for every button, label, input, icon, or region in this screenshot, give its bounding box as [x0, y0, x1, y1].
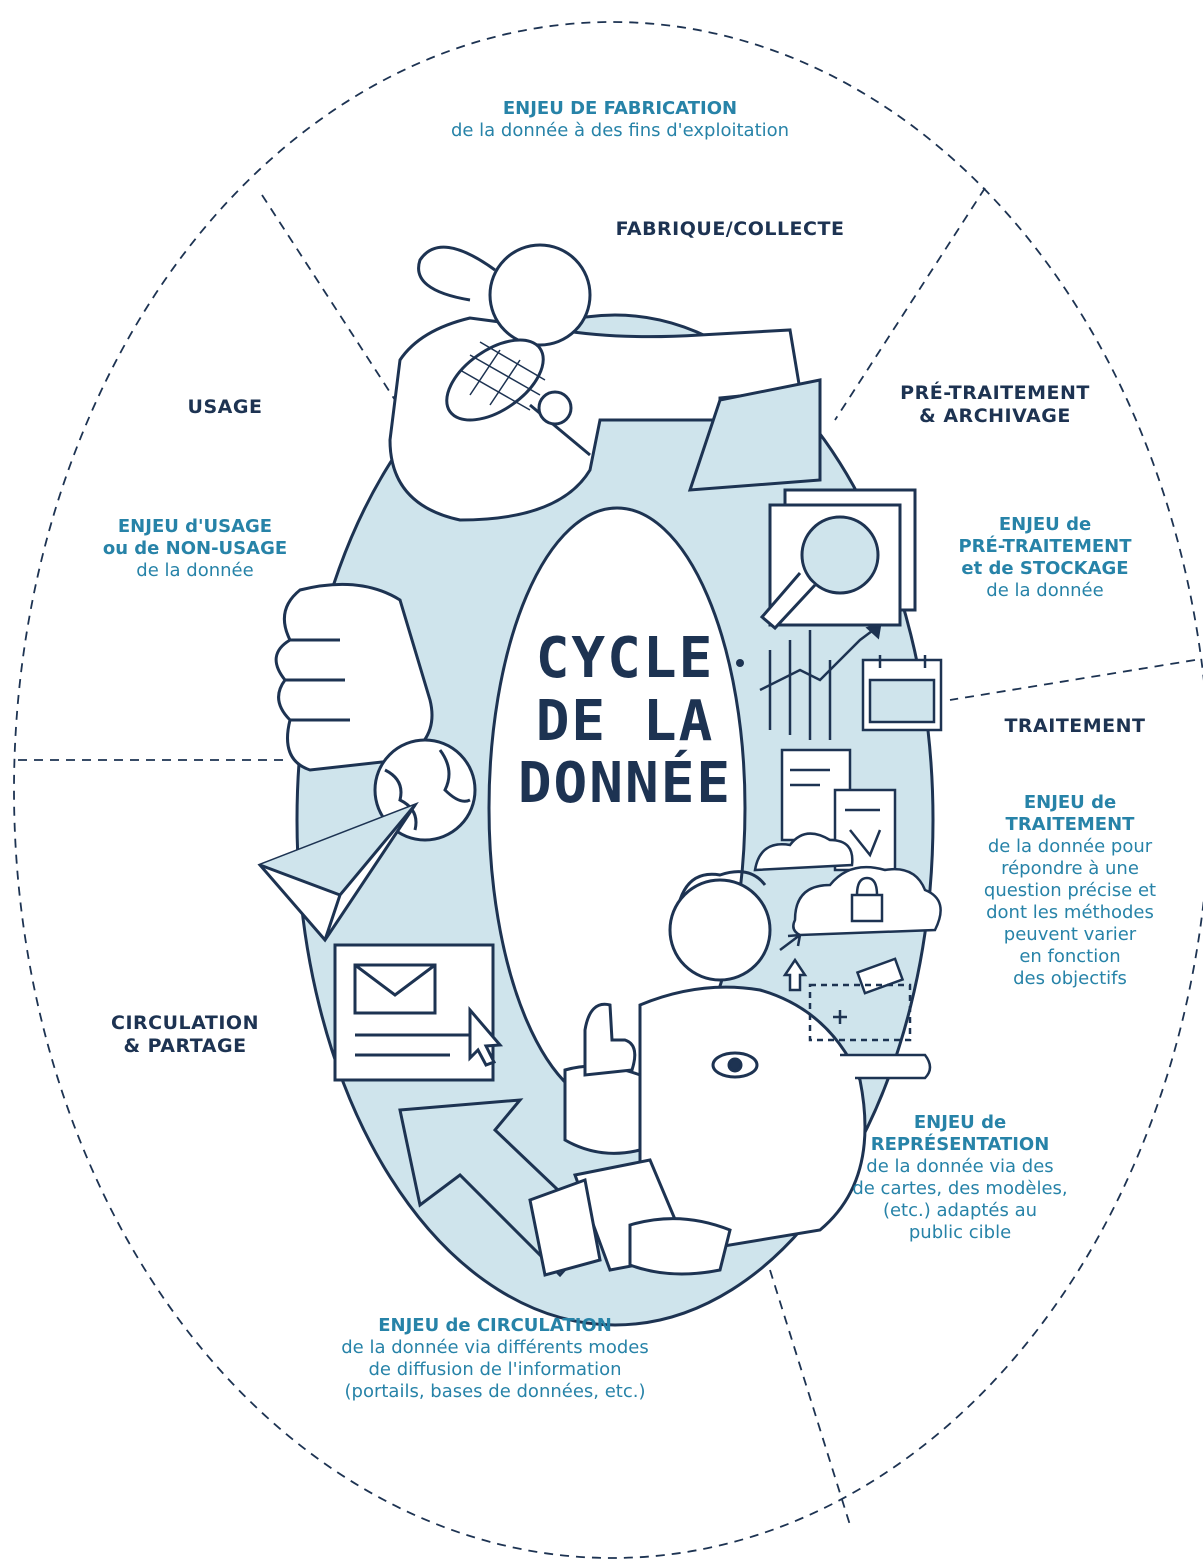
issue-circulation-line-1: ENJEU de CIRCULATION	[378, 1315, 612, 1336]
title-dot	[736, 659, 744, 667]
divider-traitement-circulation	[769, 1269, 851, 1526]
magnifier-document-illustration	[759, 488, 917, 631]
issue-traitement: ENJEU de TRAITEMENT de la donnée pour ré…	[950, 792, 1190, 990]
document-stack-illustration	[780, 748, 897, 872]
issue-traitement-line-8: en fonction	[1019, 945, 1121, 967]
paper-plane-illustration	[257, 801, 419, 943]
stage-pretraitement-line-1: PRÉ-TRAITEMENT	[900, 382, 1090, 404]
issue-pretraitement-line-1: ENJEU de	[998, 514, 1092, 535]
issue-traitement-line-3: de la donnée pour	[987, 835, 1153, 857]
issue-traitement-line-2: TRAITEMENT	[1005, 813, 1135, 835]
diagram-title: CYCLE DE LA DONNÉE	[510, 626, 740, 817]
cloud-lock-illustration	[753, 832, 942, 1080]
issue-fabrication: ENJEU DE FABRICATION de la donnée à des …	[395, 98, 845, 142]
chart-calendar-illustration	[759, 623, 943, 740]
divider-fabrique-pretraitement	[834, 187, 986, 421]
stage-circulation-line-2: & PARTAGE	[123, 1035, 247, 1058]
issue-representation-line-6: public cible	[908, 1221, 1012, 1243]
pointing-hand-illustration	[274, 582, 434, 772]
stage-pretraitement: PRÉ-TRAITEMENT & ARCHIVAGE	[875, 382, 1115, 428]
issue-representation-line-3: de la donnée via des	[866, 1155, 1054, 1177]
divider-pretraitement-traitement	[949, 659, 1196, 701]
issue-representation-line-2: REPRÉSENTATION	[870, 1133, 1050, 1155]
issue-traitement-line-5: question précise et	[983, 879, 1157, 901]
issue-representation-line-4: de cartes, des modèles,	[852, 1177, 1068, 1199]
outer-ellipse	[13, 21, 1203, 1559]
issue-pretraitement-line-4: de la donnée	[986, 579, 1104, 601]
title-line-3: DONNÉE	[517, 751, 733, 817]
issue-traitement-line-1: ENJEU de	[1023, 792, 1117, 813]
issue-representation-line-1: ENJEU de	[913, 1112, 1007, 1133]
issue-usage: ENJEU d'USAGE ou de NON-USAGE de la donn…	[90, 516, 300, 582]
stage-traitement: TRAITEMENT	[1004, 715, 1146, 737]
man-thumbs-up-illustration	[528, 870, 867, 1277]
issue-circulation: ENJEU de CIRCULATION de la donnée via di…	[285, 1315, 705, 1403]
title-line-1: CYCLE	[535, 626, 715, 691]
woman-with-net-illustration	[388, 243, 822, 522]
issue-pretraitement-line-2: PRÉ-TRAITEMENT	[958, 535, 1132, 557]
issue-representation-line-5: (etc.) adaptés au	[882, 1199, 1038, 1221]
issue-traitement-line-4: répondre à une	[1001, 857, 1139, 879]
issue-traitement-line-7: peuvent varier	[1003, 923, 1137, 945]
issue-representation: ENJEU de REPRÉSENTATION de la donnée via…	[825, 1112, 1095, 1244]
title-line-2: DE LA	[535, 688, 715, 754]
issue-fabrication-heading: ENJEU DE FABRICATION	[502, 98, 738, 119]
stage-usage: USAGE	[187, 396, 263, 418]
issue-usage-line-2: ou de NON-USAGE	[102, 537, 288, 559]
stage-fabrique: FABRIQUE/COLLECTE	[615, 218, 845, 240]
issue-fabrication-text: de la donnée à des fins d'exploitation	[450, 119, 790, 141]
stage-circulation: CIRCULATION & PARTAGE	[95, 1012, 275, 1058]
issue-traitement-line-6: dont les méthodes	[986, 901, 1154, 923]
divider-fabrique-usage	[261, 194, 396, 401]
issue-pretraitement: ENJEU de PRÉ-TRAITEMENT et de STOCKAGE d…	[930, 514, 1160, 602]
issue-traitement-line-9: des objectifs	[1013, 967, 1127, 989]
issue-usage-line-1: ENJEU d'USAGE	[117, 516, 273, 537]
stage-pretraitement-line-2: & ARCHIVAGE	[919, 405, 1071, 428]
issue-circulation-line-3: de diffusion de l'information	[368, 1358, 622, 1380]
issue-pretraitement-line-3: et de STOCKAGE	[961, 557, 1129, 579]
issue-usage-line-3: de la donnée	[136, 559, 254, 581]
stage-circulation-line-1: CIRCULATION	[111, 1012, 259, 1034]
issue-circulation-line-2: de la donnée via différents modes	[341, 1336, 649, 1358]
issue-circulation-line-4: (portails, bases de données, etc.)	[344, 1380, 646, 1402]
email-window-illustration	[333, 943, 504, 1082]
